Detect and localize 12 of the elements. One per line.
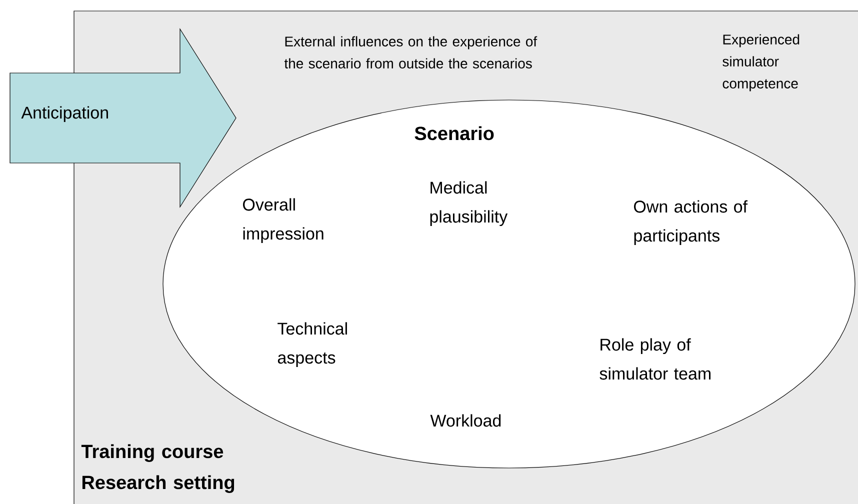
factor-text: Workload — [430, 414, 501, 427]
arrow-label: Anticipation — [21, 106, 108, 122]
note-text: Experienced simulator competence — [722, 34, 800, 92]
factor-text: Own actions of participants — [634, 200, 748, 246]
factor-text: Medical plausibility — [430, 181, 508, 226]
ellipse-title: Scenario — [414, 126, 494, 140]
factor-text: Role play of simulator team — [600, 338, 710, 380]
note-text: External influences on the experience of the scenario from outside the scenarios — [284, 36, 538, 68]
factor-text: Technical aspects — [278, 322, 347, 368]
setting-title: Training course — [81, 444, 224, 462]
setting-title: Research setting — [82, 475, 234, 493]
factor-text: Overall impression — [243, 198, 324, 244]
